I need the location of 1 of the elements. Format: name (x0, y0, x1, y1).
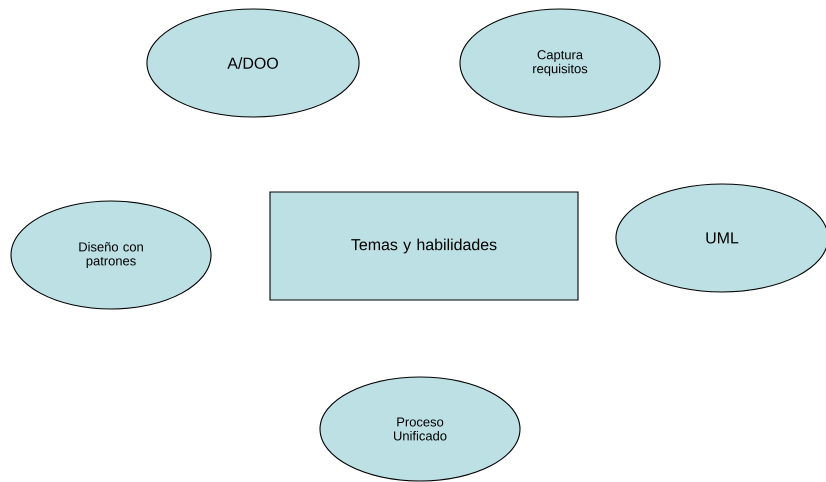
topic-box: Temas y habilidades (269, 191, 579, 301)
